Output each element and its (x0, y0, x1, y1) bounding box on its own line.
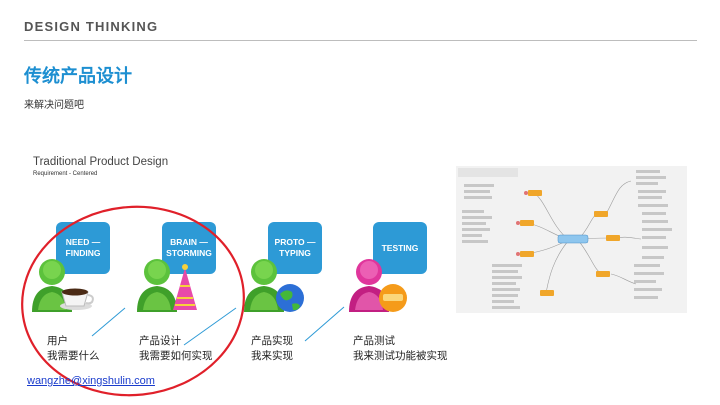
diagram-title: Traditional Product Design (33, 156, 169, 168)
user-figure-globe-icon (244, 259, 304, 312)
stage-caption-line1: 产品设计 (139, 335, 181, 347)
user-figure-coffee-icon (32, 259, 94, 312)
stage-prototyping-box: PROTO —TYPING (268, 222, 322, 274)
stage-caption: 用户 我需要什么 (47, 334, 100, 364)
header-section-label: DESIGN THINKING (24, 19, 159, 34)
stage-label-line1: PROTO — (274, 237, 316, 247)
stage-caption-line2: 我需要如何实现 (139, 350, 213, 362)
user-figure-party-hat-icon (137, 259, 197, 312)
stage-label-line2: TYPING (279, 248, 311, 258)
user-figure-testing-icon (349, 259, 407, 312)
stage-testing-box: TESTING (373, 222, 427, 274)
stage-caption-line1: 产品测试 (353, 335, 395, 347)
mind-map-thumbnail (456, 166, 687, 313)
stage-label-line1: TESTING (381, 242, 419, 253)
stage-caption-line1: 产品实现 (251, 335, 293, 347)
stage-caption: 产品设计 我需要如何实现 (139, 334, 213, 364)
stage-caption-line2: 我来测试功能被实现 (353, 350, 448, 362)
stage-caption-line2: 我来实现 (251, 350, 293, 362)
header-divider (24, 40, 697, 41)
stage-label-line1: NEED — (65, 237, 101, 247)
slide-subtitle: 来解决问题吧 (24, 100, 84, 111)
diagram-subtitle: Requirement - Centered (33, 171, 98, 177)
stage-caption-line2: 我需要什么 (47, 350, 100, 362)
stage-caption: 产品测试 我来测试功能被实现 (353, 334, 448, 364)
stage-caption-line1: 用户 (47, 335, 68, 347)
slide-title: 传统产品设计 (24, 66, 132, 87)
stage-caption: 产品实现 我来实现 (251, 334, 293, 364)
contact-email-link[interactable]: wangzhe@xingshulin.com (27, 375, 155, 387)
stage-label-line1: BRAIN — (170, 237, 208, 247)
